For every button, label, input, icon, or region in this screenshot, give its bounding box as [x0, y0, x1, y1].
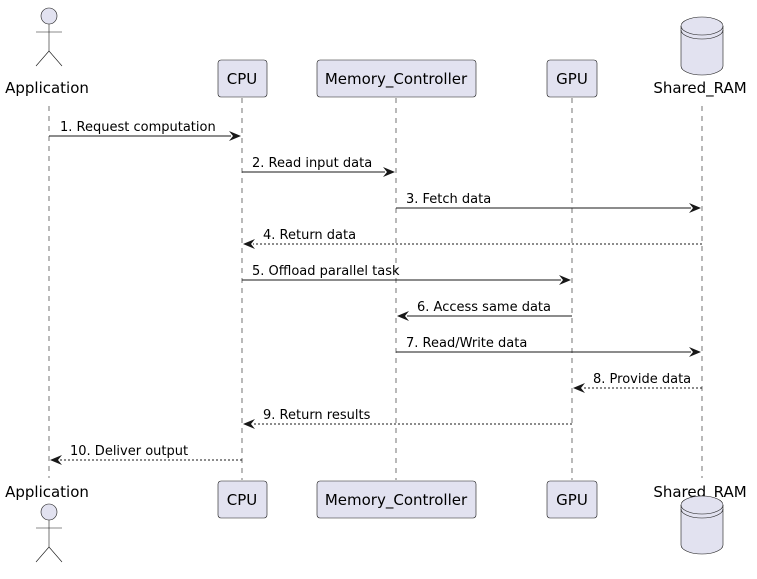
participant-gpu-bottom: GPU — [546, 480, 598, 519]
message-1: 1. Request computation — [49, 120, 241, 141]
message-label: 3. Fetch data — [406, 192, 491, 207]
message-5: 5. Offload parallel task — [242, 264, 571, 285]
arrowhead — [50, 455, 62, 465]
message-2: 2. Read input data — [242, 156, 395, 177]
participant-memory-controller-top: Memory_Controller — [316, 59, 477, 98]
arrowhead — [689, 203, 701, 213]
arrowhead — [383, 167, 395, 177]
participant-label: Shared_RAM — [653, 483, 746, 502]
message-7: 7. Read/Write data — [396, 336, 701, 357]
participant-label: Shared_RAM — [653, 79, 746, 98]
message-label: 10. Deliver output — [70, 444, 188, 459]
message-label: 2. Read input data — [252, 156, 372, 171]
participant-shared-ram-bottom: Shared_RAM — [653, 483, 747, 555]
message-label: 9. Return results — [263, 408, 371, 423]
message-label: 7. Read/Write data — [406, 336, 527, 351]
database-icon — [680, 16, 724, 76]
message-6: 6. Access same data — [397, 300, 572, 321]
participant-application-top: Application — [5, 7, 89, 97]
participant-cpu-top: CPU — [217, 59, 268, 98]
database-icon — [680, 495, 724, 555]
message-10: 10. Deliver output — [50, 444, 242, 465]
participant-gpu-top: GPU — [546, 59, 598, 98]
message-label: 1. Request computation — [60, 120, 216, 135]
arrowhead — [559, 275, 571, 285]
message-label: 4. Return data — [263, 228, 356, 243]
participants-top: Application CPU Memory_Controller GPU Sh… — [5, 7, 747, 98]
participant-label: GPU — [556, 70, 588, 88]
participant-label: Application — [5, 79, 89, 97]
message-label: 8. Provide data — [593, 372, 691, 387]
participant-label: Memory_Controller — [325, 491, 468, 510]
message-label: 6. Access same data — [417, 300, 551, 315]
arrowhead — [573, 383, 585, 393]
message-3: 3. Fetch data — [396, 192, 701, 213]
participant-label: GPU — [556, 491, 588, 509]
participant-memory-controller-bottom: Memory_Controller — [316, 480, 477, 519]
participant-label: CPU — [227, 70, 258, 88]
arrowhead — [243, 239, 255, 249]
participants-bottom: Application CPU Memory_Controller GPU Sh… — [5, 480, 747, 563]
participant-cpu-bottom: CPU — [217, 480, 268, 519]
arrowhead — [229, 131, 241, 141]
arrowhead — [397, 311, 409, 321]
participant-application-bottom: Application — [5, 483, 89, 563]
participant-label: Memory_Controller — [325, 70, 468, 89]
participant-label: CPU — [227, 491, 258, 509]
message-label: 5. Offload parallel task — [252, 264, 400, 279]
message-4: 4. Return data — [243, 228, 702, 249]
participant-label: Application — [5, 483, 89, 501]
actor-icon — [35, 7, 63, 67]
actor-icon — [35, 503, 63, 563]
messages: 1. Request computation 2. Read input dat… — [49, 120, 702, 465]
message-9: 9. Return results — [243, 408, 572, 429]
message-8: 8. Provide data — [573, 372, 702, 393]
participant-shared-ram-top: Shared_RAM — [653, 16, 747, 98]
lifelines — [48, 98, 703, 480]
arrowhead — [243, 419, 255, 429]
arrowhead — [689, 347, 701, 357]
